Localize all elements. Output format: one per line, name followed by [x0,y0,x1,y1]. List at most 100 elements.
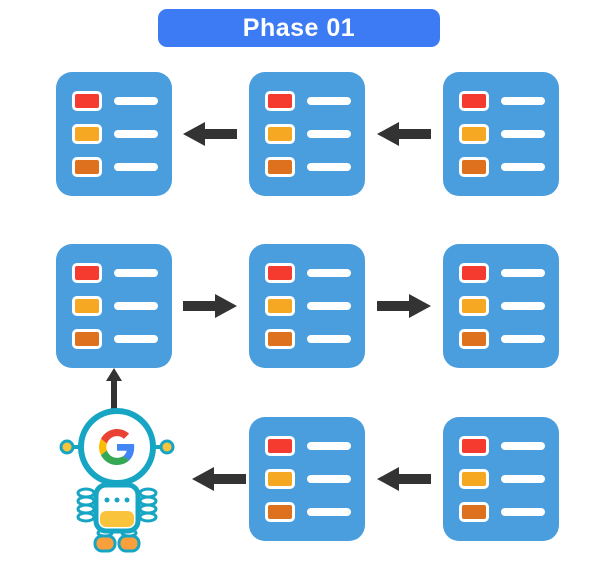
webpage-card [443,244,559,368]
list-item [459,157,559,177]
list-item [72,157,172,177]
chip-red [72,91,102,111]
webpage-card [249,72,365,196]
chip-orange [265,502,295,522]
robot-ear-knob-right [159,439,175,455]
chip-amber [265,469,295,489]
text-placeholder-bar [114,163,158,171]
phase-banner: Phase 01 [158,9,440,47]
list-item [459,436,559,456]
arrow-shape [377,467,431,491]
chip-amber [72,296,102,316]
arrow-shape [377,122,431,146]
robot-body-dots [104,497,130,503]
arrow-shape [106,368,122,410]
arrow-shape [377,294,431,318]
arrow-left-icon [183,122,237,146]
text-placeholder-bar [307,163,351,171]
chip-red [265,263,295,283]
text-placeholder-bar [501,508,545,516]
robot-arm-left [76,487,96,523]
arrow-shape [183,294,237,318]
arrow-up-icon [106,368,122,410]
chip-red [459,263,489,283]
chip-orange [72,157,102,177]
webpage-card [249,244,365,368]
list-item [459,502,559,522]
webpage-card [56,72,172,196]
arrow-right-icon [377,294,431,318]
text-placeholder-bar [307,130,351,138]
list-item [265,157,365,177]
list-item [72,329,172,349]
list-item [265,91,365,111]
text-placeholder-bar [307,442,351,450]
webpage-card [249,417,365,541]
chip-orange [459,502,489,522]
chip-amber [459,296,489,316]
robot-foot-left [93,534,117,553]
chip-amber [72,124,102,144]
list-item [459,91,559,111]
text-placeholder-bar [501,335,545,343]
robot-body-accent [100,511,134,527]
text-placeholder-bar [501,442,545,450]
google-g-logo-icon [99,429,135,465]
text-placeholder-bar [501,269,545,277]
chip-amber [265,124,295,144]
text-placeholder-bar [307,269,351,277]
webpage-card [443,417,559,541]
list-item [459,329,559,349]
text-placeholder-bar [114,130,158,138]
webpage-card [56,244,172,368]
text-placeholder-bar [501,475,545,483]
text-placeholder-bar [307,508,351,516]
list-item [265,436,365,456]
googlebot-icon [59,408,175,553]
list-item [72,124,172,144]
webpage-card [443,72,559,196]
arrow-shape [192,467,246,491]
text-placeholder-bar [114,269,158,277]
text-placeholder-bar [307,475,351,483]
text-placeholder-bar [501,302,545,310]
list-item [459,469,559,489]
arrow-right-icon [183,294,237,318]
chip-amber [459,469,489,489]
list-item [265,469,365,489]
chip-red [459,436,489,456]
chip-red [265,436,295,456]
chip-amber [459,124,489,144]
list-item [459,263,559,283]
text-placeholder-bar [114,97,158,105]
list-item [265,329,365,349]
text-placeholder-bar [307,335,351,343]
chip-red [72,263,102,283]
robot-foot-right [117,534,141,553]
list-item [72,263,172,283]
text-placeholder-bar [307,302,351,310]
chip-orange [459,157,489,177]
chip-amber [265,296,295,316]
list-item [265,296,365,316]
text-placeholder-bar [114,302,158,310]
arrow-left-icon [377,122,431,146]
arrow-shape [183,122,237,146]
list-item [72,296,172,316]
robot-ear-knob-left [59,439,75,455]
arrow-left-icon [377,467,431,491]
chip-red [265,91,295,111]
chip-orange [265,329,295,349]
text-placeholder-bar [307,97,351,105]
list-item [459,124,559,144]
chip-orange [459,329,489,349]
arrow-left-icon [192,467,246,491]
list-item [265,263,365,283]
robot-arm-right [138,487,158,523]
text-placeholder-bar [114,335,158,343]
chip-red [459,91,489,111]
chip-orange [265,157,295,177]
text-placeholder-bar [501,130,545,138]
list-item [265,502,365,522]
